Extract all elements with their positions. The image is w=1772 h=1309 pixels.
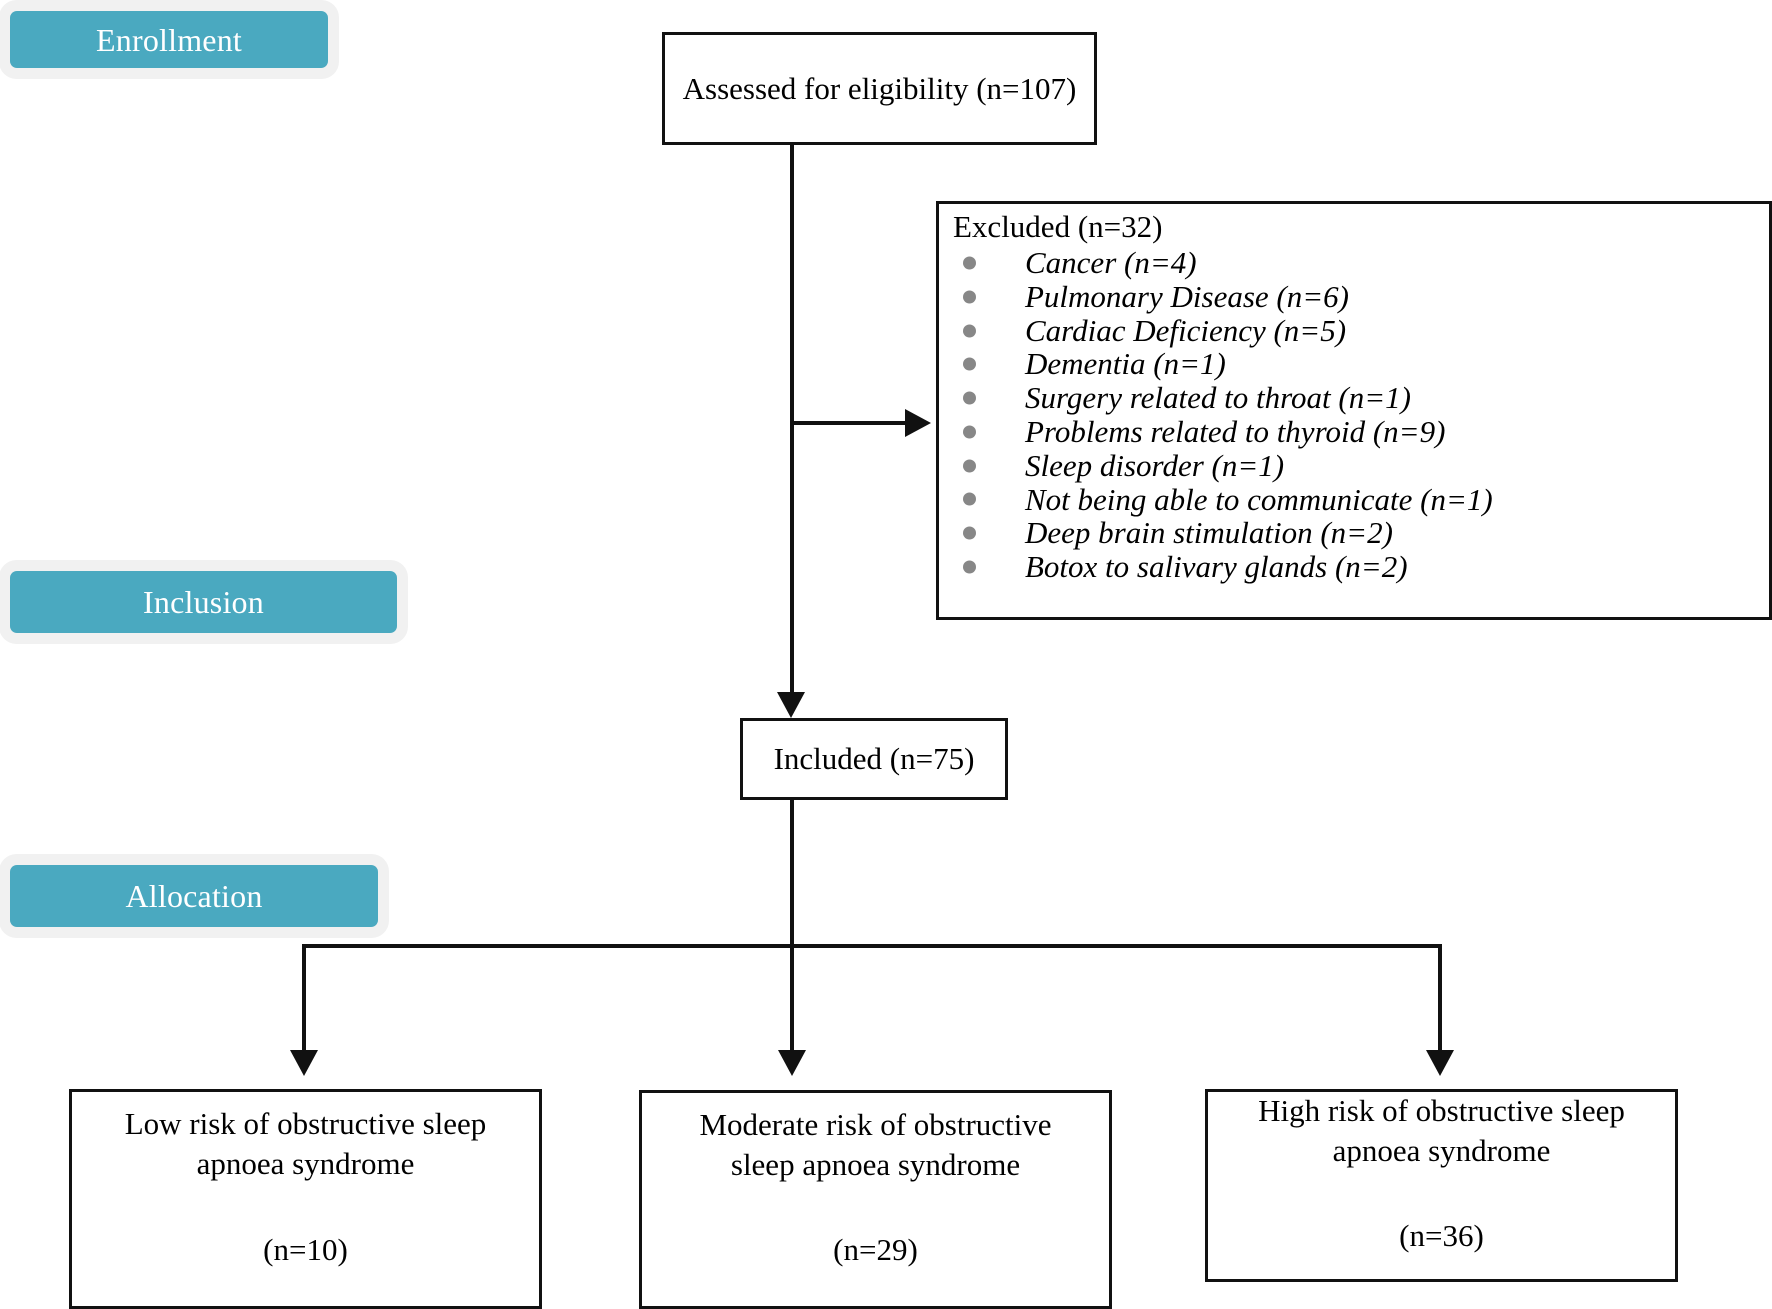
- stage-label-allocation: Allocation: [10, 865, 378, 927]
- excluded-reason-label: Dementia (n=1): [1025, 346, 1226, 382]
- stage-label-enrollment-text: Enrollment: [96, 21, 242, 58]
- node-high-risk-line1: High risk of obstructive sleep: [1258, 1092, 1625, 1128]
- node-moderate-risk-group: Moderate risk of obstructive sleep apnoe…: [639, 1090, 1112, 1309]
- connector-split-to-low-risk: [302, 944, 306, 1054]
- excluded-reason-label: Pulmonary Disease (n=6): [1025, 278, 1349, 314]
- excluded-reason-item: Sleep disorder (n=1): [953, 447, 1769, 483]
- excluded-reason-label: Cardiac Deficiency (n=5): [1025, 312, 1347, 348]
- bullet-icon: [963, 290, 976, 304]
- node-low-risk-line2: apnoea syndrome: [196, 1146, 415, 1182]
- bullet-icon: [963, 425, 976, 439]
- node-low-risk-line1: Low risk of obstructive sleep: [124, 1106, 487, 1142]
- excluded-reason-item: Cardiac Deficiency (n=5): [953, 312, 1769, 348]
- node-moderate-risk-line1: Moderate risk of obstructive: [699, 1106, 1052, 1142]
- arrowhead-included: [777, 692, 805, 718]
- bullet-icon: [963, 391, 976, 405]
- stage-label-inclusion: Inclusion: [10, 571, 397, 633]
- arrowhead-moderate-risk: [778, 1050, 806, 1076]
- excluded-reason-label: Surgery related to throat (n=1): [1025, 380, 1411, 416]
- connector-split-horizontal: [302, 944, 1442, 948]
- connector-split-to-moderate-risk: [790, 944, 794, 1054]
- excluded-reason-label: Not being able to communicate (n=1): [1025, 481, 1493, 517]
- bullet-icon: [963, 526, 976, 540]
- excluded-reason-label: Botox to salivary glands (n=2): [1025, 549, 1408, 585]
- node-assessed-for-eligibility-label: Assessed for eligibility (n=107): [682, 70, 1077, 106]
- bullet-icon: [963, 459, 976, 473]
- connector-included-to-split: [790, 800, 794, 946]
- excluded-reason-item: Dementia (n=1): [953, 347, 1769, 381]
- node-moderate-risk-line2: sleep apnoea syndrome: [730, 1146, 1021, 1182]
- excluded-reason-item: Botox to salivary glands (n=2): [953, 550, 1769, 584]
- stage-label-inclusion-text: Inclusion: [143, 584, 264, 620]
- excluded-reason-label: Sleep disorder (n=1): [1025, 447, 1285, 483]
- excluded-reason-label: Cancer (n=4): [1025, 245, 1197, 281]
- excluded-reason-label: Deep brain stimulation (n=2): [1025, 515, 1393, 551]
- stage-label-allocation-text: Allocation: [125, 878, 263, 914]
- bullet-icon: [963, 357, 976, 371]
- node-excluded: Excluded (n=32) Cancer (n=4) Pulmonary D…: [936, 201, 1772, 620]
- bullet-icon: [963, 492, 976, 506]
- excluded-reason-label: Problems related to thyroid (n=9): [1025, 414, 1446, 449]
- arrowhead-excluded: [905, 409, 931, 437]
- connector-split-to-high-risk: [1438, 944, 1442, 1054]
- stage-label-enrollment: Enrollment: [10, 11, 328, 68]
- excluded-reason-item: Cancer (n=4): [953, 246, 1769, 280]
- node-high-risk-group: High risk of obstructive sleep apnoea sy…: [1205, 1089, 1678, 1282]
- node-moderate-risk-count: (n=29): [833, 1232, 918, 1268]
- excluded-reason-item: Not being able to communicate (n=1): [953, 481, 1769, 517]
- node-assessed-for-eligibility: Assessed for eligibility (n=107): [662, 32, 1097, 145]
- arrowhead-low-risk: [290, 1050, 318, 1076]
- node-excluded-heading: Excluded (n=32): [953, 209, 1163, 244]
- excluded-reason-item: Problems related to thyroid (n=9): [953, 415, 1769, 449]
- arrowhead-high-risk: [1426, 1050, 1454, 1076]
- bullet-icon: [963, 256, 976, 270]
- excluded-reason-item: Pulmonary Disease (n=6): [953, 278, 1769, 314]
- node-included: Included (n=75): [740, 718, 1008, 800]
- excluded-reason-item: Surgery related to throat (n=1): [953, 381, 1769, 415]
- bullet-icon: [963, 560, 976, 574]
- node-low-risk-group: Low risk of obstructive sleep apnoea syn…: [69, 1089, 542, 1309]
- bullet-icon: [963, 324, 976, 338]
- excluded-reason-item: Deep brain stimulation (n=2): [953, 516, 1769, 550]
- connector-eligibility-to-excluded: [790, 421, 908, 425]
- node-high-risk-line2: apnoea syndrome: [1332, 1132, 1551, 1168]
- node-high-risk-count: (n=36): [1399, 1218, 1484, 1254]
- node-low-risk-count: (n=10): [263, 1231, 348, 1267]
- excluded-reason-list: Cancer (n=4) Pulmonary Disease (n=6) Car…: [939, 246, 1769, 584]
- node-included-label: Included (n=75): [773, 741, 975, 777]
